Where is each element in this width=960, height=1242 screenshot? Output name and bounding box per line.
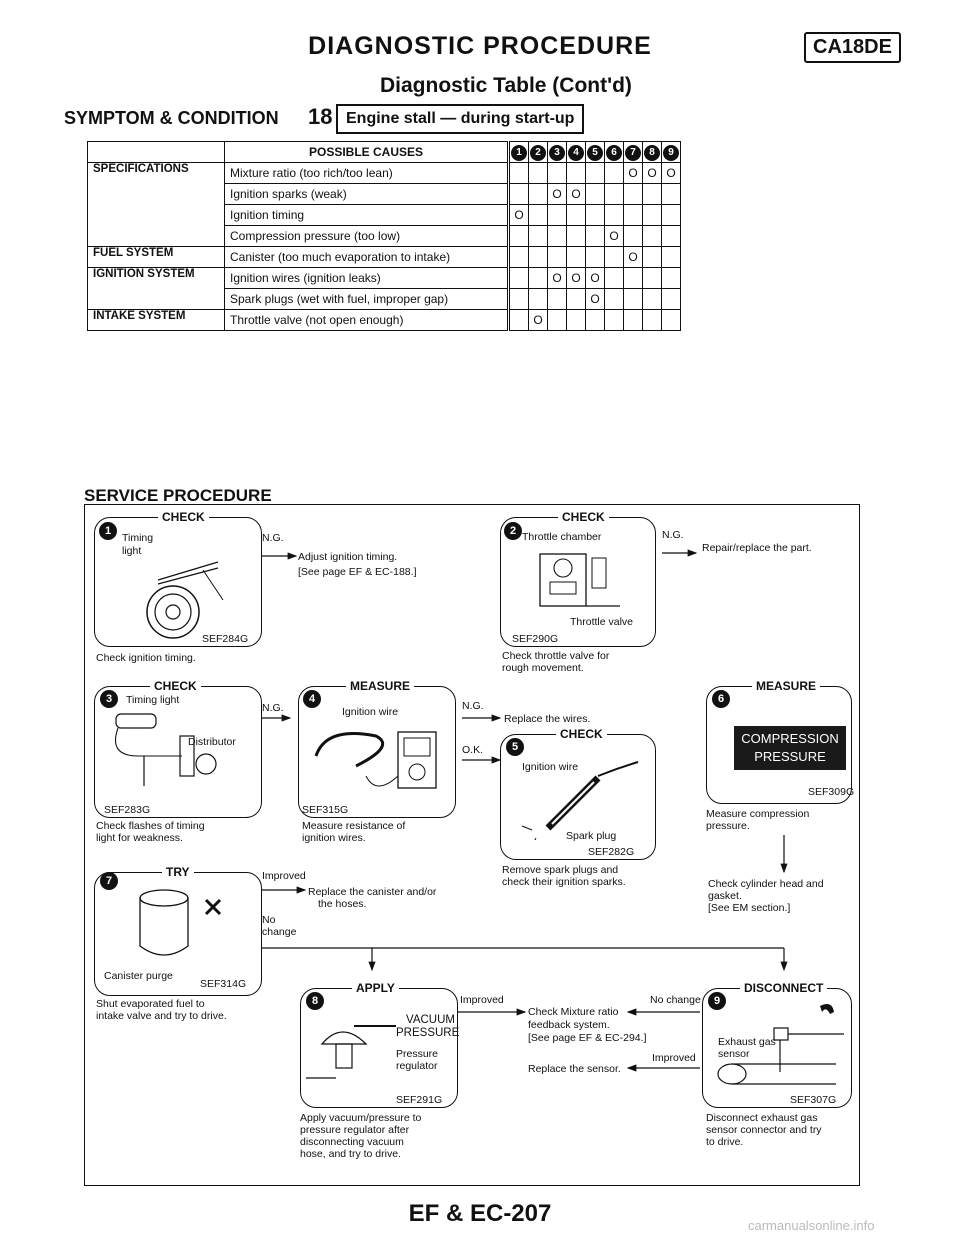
step-1-number: 1 <box>99 522 117 540</box>
service-procedure-title: SERVICE PROCEDURE <box>84 486 272 505</box>
cause-number-header: 5 <box>585 141 605 163</box>
page-subtitle: Diagnostic Table (Cont'd) <box>380 74 632 97</box>
pressure-regulator-illustration <box>306 1025 396 1079</box>
step-6-number: 6 <box>712 690 730 708</box>
table-row: Compression pressure (too low)O <box>88 225 681 247</box>
canister-illustration <box>139 889 222 956</box>
symptom-description: Engine stall — during start-up <box>336 104 585 134</box>
spark-plug-illustration <box>521 761 639 840</box>
cause-number-header: 8 <box>642 141 662 163</box>
page-title: DIAGNOSTIC PROCEDURE <box>308 32 652 60</box>
cause-text: Ignition timing <box>224 204 509 226</box>
step-4-title: MEASURE <box>346 679 415 693</box>
service-procedure-frame <box>84 504 860 1186</box>
cause-number-header: 6 <box>604 141 624 163</box>
step-1-card <box>94 517 262 647</box>
cause-text: Compression pressure (too low) <box>224 225 509 247</box>
step-3-number: 3 <box>100 690 118 708</box>
cause-text: Canister (too much evaporation to intake… <box>224 246 509 268</box>
cause-text: Throttle valve (not open enough) <box>224 309 509 331</box>
step-5-title: CHECK <box>556 727 607 741</box>
step-1-title: CHECK <box>158 510 209 524</box>
step-9-title: DISCONNECT <box>740 981 828 995</box>
watermark: carmanualsonline.info <box>748 1218 875 1233</box>
step-2-number: 2 <box>504 522 522 540</box>
cause-number-header: 1 <box>507 141 529 163</box>
table-row: Spark plugs (wet with fuel, improper gap… <box>88 288 681 310</box>
step-2-title: CHECK <box>558 510 609 524</box>
symptom-label: SYMPTOM & CONDITION <box>64 108 279 128</box>
step-2-card <box>500 517 656 647</box>
step-7-card <box>94 872 262 996</box>
step-7-title: TRY <box>162 865 194 879</box>
step-9-number: 9 <box>708 992 726 1010</box>
cause-mark <box>661 309 681 331</box>
cause-text: Spark plugs (wet with fuel, improper gap… <box>224 288 509 310</box>
throttle-chamber-illustration <box>539 553 620 607</box>
exhaust-gas-sensor-illustration <box>717 1004 844 1085</box>
compression-pressure-label: COMPRESSION PRESSURE <box>734 726 846 770</box>
model-badge: CA18DE <box>804 32 901 63</box>
cause-category: FUEL SYSTEM <box>87 246 225 268</box>
step-8-card <box>300 988 458 1108</box>
step-3-title: CHECK <box>150 679 201 693</box>
step-4-number: 4 <box>303 690 321 708</box>
symptom-number: 18 <box>308 104 333 129</box>
timing-light-distributor-illustration <box>114 713 217 786</box>
timing-light-pulley-illustration <box>146 561 224 639</box>
cause-category: SPECIFICATIONS <box>87 162 225 247</box>
page-number: EF & EC-207 <box>408 1200 552 1227</box>
cause-category: IGNITION SYSTEM <box>87 267 225 310</box>
step-8-number: 8 <box>306 992 324 1010</box>
step-7-number: 7 <box>100 872 118 890</box>
ignition-wire-ohmmeter-illustration <box>314 731 437 789</box>
cause-category: INTAKE SYSTEM <box>87 309 225 331</box>
step-8-title: APPLY <box>352 981 399 995</box>
step-6-title: MEASURE <box>752 679 821 693</box>
step-5-number: 5 <box>506 738 524 756</box>
